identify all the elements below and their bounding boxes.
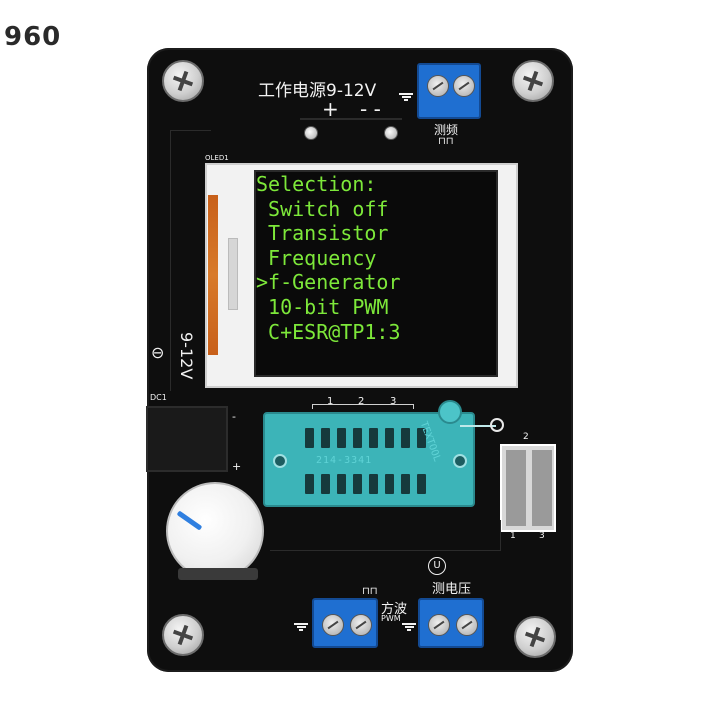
lcd-menu-item-switch-off: Switch off <box>256 196 389 221</box>
minus-marker: - - <box>360 97 381 121</box>
test-pad-left <box>506 450 526 526</box>
zif-lever-handle[interactable] <box>438 400 462 424</box>
voltage-measure-label: 测电压 <box>432 582 472 597</box>
voltage-input-terminal[interactable] <box>418 598 484 648</box>
zif-pin-row-bottom <box>305 474 426 494</box>
pwm-label: PWM <box>381 614 401 623</box>
mounting-screw-bottom-right-icon <box>514 616 556 658</box>
zif-part-number: 214-3341 <box>316 455 373 466</box>
zif-test-socket[interactable] <box>263 412 475 507</box>
rotary-encoder-knob[interactable] <box>166 482 264 580</box>
zif-lever-ring <box>490 418 504 432</box>
dc-ref-label: DC1 <box>150 393 167 402</box>
test-pad-right <box>532 450 552 526</box>
zif-pin-bracket <box>312 404 414 409</box>
ground-symbol-icon <box>399 92 413 102</box>
square-wave-label: 方波 <box>381 602 408 617</box>
lcd-menu-item-10bit-pwm: 10-bit PWM <box>256 294 389 319</box>
dc-power-jack[interactable] <box>146 406 228 472</box>
zif-pin-label-1: 1 <box>327 396 334 407</box>
component-test-pads[interactable] <box>500 444 556 532</box>
terminal-screw-icon <box>427 75 449 97</box>
terminal-screw-icon <box>456 614 478 636</box>
plus-marker: + <box>322 97 339 121</box>
lcd-menu: Selection: Switch off Transistor Frequen… <box>256 172 401 344</box>
square-wave-icon: ⊓⊓ <box>362 586 378 597</box>
zif-pin-label-2: 2 <box>358 396 365 407</box>
square-wave-icon: ⊓⊓ <box>438 136 454 147</box>
terminal-screw-icon <box>350 614 372 636</box>
pcb-trace <box>270 520 501 551</box>
lcd-screen <box>254 170 498 377</box>
trace-power <box>300 118 402 120</box>
mounting-screw-top-right-icon <box>512 60 554 102</box>
power-minus-post[interactable] <box>384 126 398 140</box>
encoder-base <box>178 568 258 580</box>
lcd-menu-item-frequency: Frequency <box>256 245 377 270</box>
oled-ref-label: OLED1 <box>205 154 229 162</box>
pad-label-3: 3 <box>539 531 545 541</box>
power-plus-post[interactable] <box>304 126 318 140</box>
jack-minus-label: - <box>232 410 236 423</box>
zif-mount-hole <box>453 454 467 468</box>
jack-plus-label: + <box>232 460 242 473</box>
freq-measure-label: 测频 <box>434 123 459 137</box>
voltage-icon: U <box>428 557 446 575</box>
pad-label-1: 1 <box>510 531 516 541</box>
ground-symbol-icon <box>402 622 416 632</box>
zif-mount-hole <box>273 454 287 468</box>
pad-label-2: 2 <box>523 432 529 442</box>
lcd-line-title: Selection: <box>256 172 377 196</box>
terminal-screw-icon <box>453 75 475 97</box>
dc-polarity-icon: ⊖ <box>151 343 165 362</box>
lcd-menu-item-f-generator: >f-Generator <box>256 270 401 295</box>
mounting-screw-top-left-icon <box>162 60 204 102</box>
freq-input-terminal[interactable] <box>417 63 481 119</box>
lcd-menu-item-c-esr: C+ESR@TP1:3 <box>256 319 401 344</box>
terminal-screw-icon <box>428 614 450 636</box>
zif-lever-arm[interactable] <box>460 425 496 427</box>
mounting-screw-bottom-left-icon <box>162 614 204 656</box>
ground-symbol-icon <box>294 622 308 632</box>
pcb-trace <box>170 130 211 391</box>
zif-pin-row-top <box>305 428 426 448</box>
lcd-flex-cable <box>208 195 218 355</box>
power-supply-label: 工作电源9-12V <box>258 81 377 101</box>
terminal-screw-icon <box>322 614 344 636</box>
lcd-side-tab <box>228 238 238 310</box>
zif-pin-label-3: 3 <box>390 396 397 407</box>
pwm-output-terminal[interactable] <box>312 598 378 648</box>
lcd-menu-item-transistor: Transistor <box>256 221 389 246</box>
watermark-text: 960 <box>4 22 62 52</box>
